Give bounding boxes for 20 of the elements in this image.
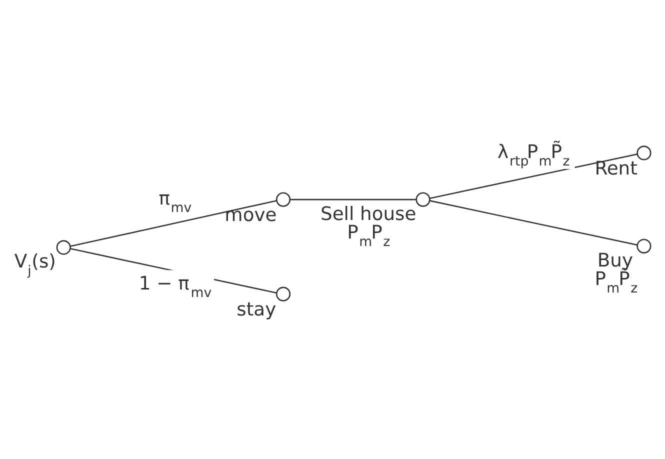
edge-label: π$_{mv}$: [158, 188, 192, 216]
node-circle: [56, 240, 71, 255]
node-label: Rent: [594, 158, 638, 180]
node-label: move: [224, 205, 277, 226]
edge-label: λ$_{rtp}$P$_{m}$P̃$_{z}$: [498, 142, 570, 170]
node-label: P$_{m}$P$_{z}$: [347, 222, 390, 250]
node-circle: [636, 238, 652, 254]
node-label: V$_{j}$(s): [14, 252, 56, 280]
node-circle: [276, 192, 291, 207]
node-label: Sell house: [320, 204, 416, 225]
node-label: stay: [236, 300, 276, 321]
connector: [430, 200, 638, 246]
node-circle: [416, 192, 430, 207]
node-circle: [636, 146, 652, 160]
node-label: P$_{m}$P̃$_{z}$: [594, 269, 638, 297]
connector: [290, 198, 416, 200]
node-circle: [276, 286, 291, 302]
connector: [430, 154, 638, 200]
edge-label: 1 − π$_{mv}$: [138, 274, 212, 302]
connector: [70, 200, 276, 247]
